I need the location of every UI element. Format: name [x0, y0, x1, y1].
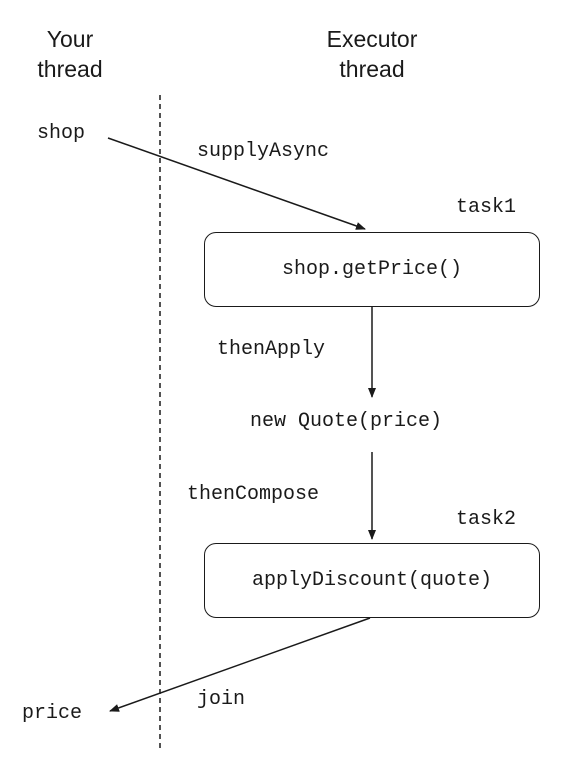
- then-compose-label: thenCompose: [187, 483, 320, 506]
- shop-label: shop: [37, 122, 86, 145]
- join-label: join: [197, 688, 246, 711]
- apply-discount-call: applyDiscount(quote): [251, 568, 493, 592]
- supply-async-label: supplyAsync: [197, 140, 330, 163]
- task2-box: applyDiscount(quote): [204, 543, 540, 618]
- get-price-call: shop.getPrice(): [281, 257, 463, 281]
- task2-label: task2: [456, 508, 517, 531]
- join-arrow: [109, 617, 371, 712]
- task1-label: task1: [456, 196, 517, 219]
- then-apply-label: thenApply: [217, 338, 326, 361]
- price-label: price: [22, 702, 83, 725]
- task1-box: shop.getPrice(): [204, 232, 540, 307]
- quote-node: new Quote(price): [250, 410, 443, 433]
- your-thread-header-line2: thread: [37, 56, 103, 82]
- your-thread-header-line1: Your: [46, 26, 94, 52]
- executor-thread-header: Executor thread: [307, 24, 437, 84]
- supply-async-arrow: [107, 137, 366, 230]
- your-thread-header: Your thread: [15, 24, 125, 84]
- executor-thread-header-line1: Executor: [326, 26, 418, 52]
- executor-thread-header-line2: thread: [339, 56, 405, 82]
